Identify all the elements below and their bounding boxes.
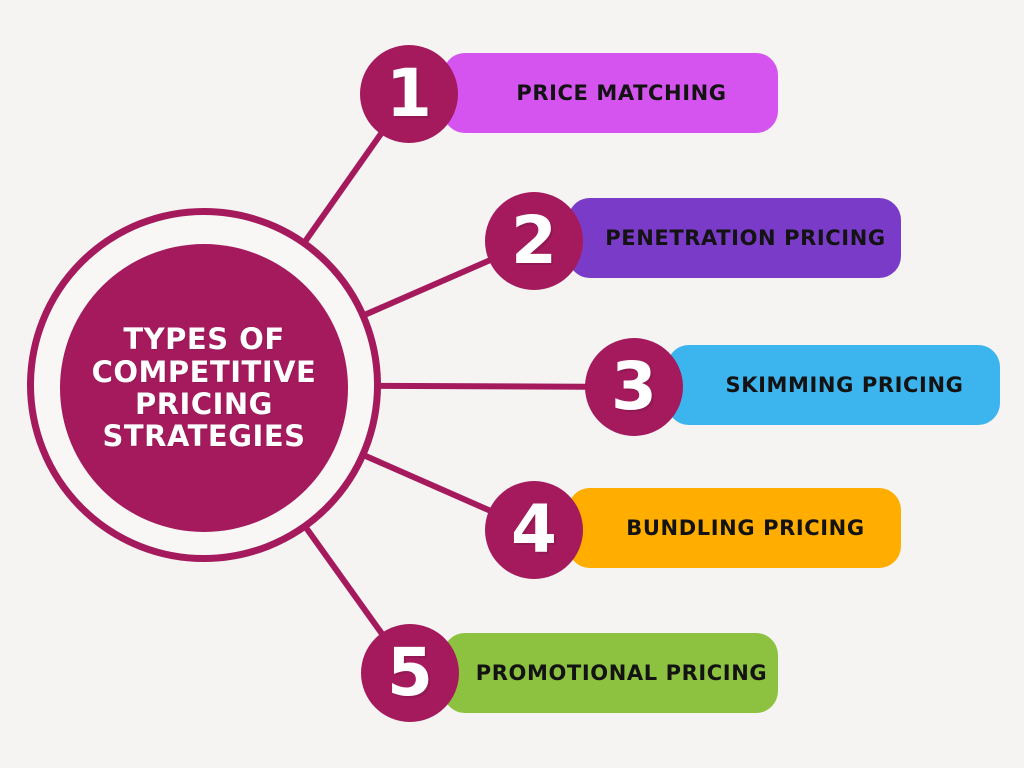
strategy-bar-penetration-pricing: PENETRATION PRICING [568, 198, 901, 278]
step-circle-4: 4 [485, 481, 583, 579]
step-circle-2: 2 [485, 192, 583, 290]
step-number: 4 [511, 491, 557, 568]
step-circle-3: 3 [585, 338, 683, 436]
strategy-label: PRICE MATCHING [516, 81, 727, 105]
step-circle-1: 1 [360, 45, 458, 143]
diagram-title: TYPES OF COMPETITIVE PRICING STRATEGIES [91, 322, 317, 454]
step-number: 3 [611, 348, 657, 425]
step-number: 5 [387, 634, 433, 711]
strategy-label: PROMOTIONAL PRICING [475, 661, 768, 685]
strategy-label: SKIMMING PRICING [725, 373, 964, 397]
strategy-bar-promotional-pricing: PROMOTIONAL PRICING [443, 633, 778, 713]
step-circle-5: 5 [361, 624, 459, 722]
strategy-bar-price-matching: PRICE MATCHING [443, 53, 778, 133]
step-number: 2 [511, 202, 557, 279]
strategy-bar-skimming-pricing: SKIMMING PRICING [667, 345, 1000, 425]
strategy-label: PENETRATION PRICING [605, 226, 886, 250]
strategy-bar-bundling-pricing: BUNDLING PRICING [568, 488, 901, 568]
step-number: 1 [386, 55, 432, 132]
hub-circle: TYPES OF COMPETITIVE PRICING STRATEGIES [60, 244, 348, 532]
strategy-label: BUNDLING PRICING [626, 516, 865, 540]
